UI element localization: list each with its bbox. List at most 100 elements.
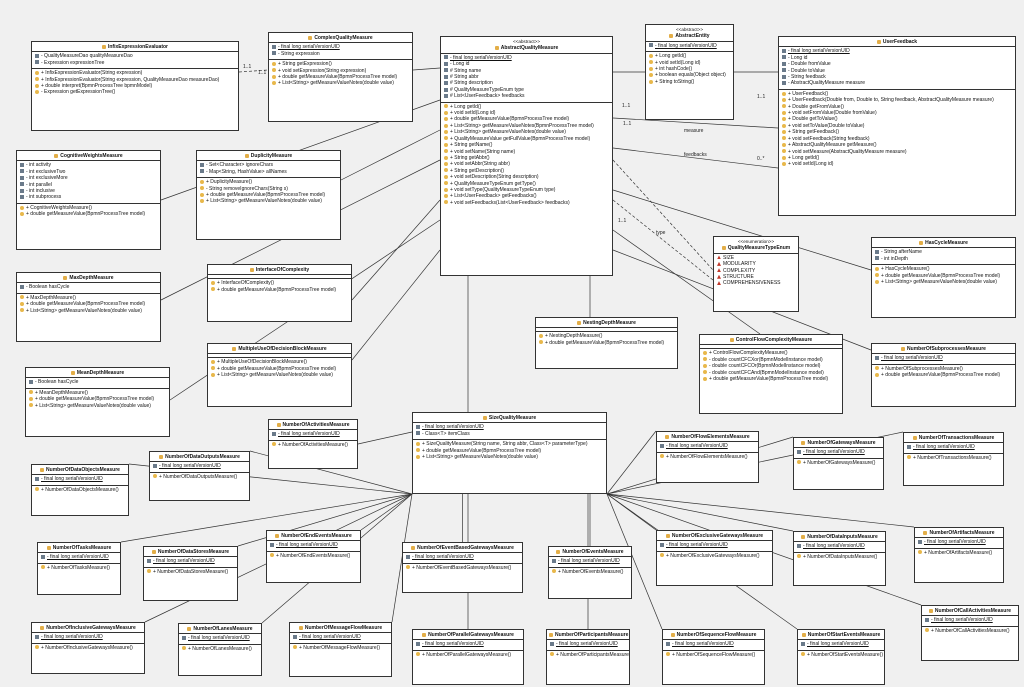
class-header: ComplexQualityMeasure <box>269 33 412 44</box>
class-header: NumberOfEventBasedGatewaysMeasure <box>403 543 522 554</box>
class-name: DuplicityMeasure <box>250 153 293 159</box>
class-number-of-call-activities-measure[interactable]: NumberOfCallActivitiesMeasure- final lon… <box>921 605 1019 661</box>
method-icon <box>29 390 33 395</box>
class-operation-text: + List<String> getMeasureValueNotes(doub… <box>278 80 394 87</box>
class-number-of-sequence-flow-measure[interactable]: NumberOfSequenceFlowMeasure- final long … <box>662 629 765 685</box>
class-number-of-exclusive-gateways-measure[interactable]: NumberOfExclusiveGatewaysMeasure- final … <box>656 530 773 586</box>
class-operation-text: + List<String> getMeasureValueNotes(doub… <box>217 372 333 379</box>
class-operation: + DuplicityMeasure() <box>197 179 340 185</box>
class-complex-quality-measure[interactable]: ComplexQualityMeasure- final long serial… <box>268 32 413 122</box>
class-nesting-depth-measure[interactable]: NestingDepthMeasure+ NestingDepthMeasure… <box>535 317 678 369</box>
field-icon <box>444 55 448 60</box>
class-operation-text: + InfixExpressionEvaluator(String expres… <box>41 76 220 83</box>
class-header: NumberOfDataStoresMeasure <box>144 547 237 558</box>
class-interface-of-complexity[interactable]: InterfaceOfComplexity+ InterfaceOfComple… <box>207 264 352 322</box>
method-icon <box>406 565 410 570</box>
class-operation: + MaxDepthMeasure() <box>17 295 160 301</box>
class-number-of-end-events-measure[interactable]: NumberOfEndEventsMeasure- final long ser… <box>266 530 361 583</box>
method-icon <box>444 110 448 115</box>
enum-literal-icon <box>717 255 721 260</box>
class-attributes: - final long serialVersionUID <box>922 616 1018 627</box>
class-header: NumberOfArtifactsMeasure <box>915 528 1003 539</box>
class-operations: + DuplicityMeasure()- String removeIgnor… <box>197 178 340 207</box>
class-attribute-text: # List<UserFeedback> feedbacks <box>450 93 525 100</box>
class-number-of-message-flow-measure[interactable]: NumberOfMessageFlowMeasure- final long s… <box>289 622 392 677</box>
class-attributes: - final long serialVersionUID <box>657 442 758 453</box>
class-number-of-activities-measure[interactable]: NumberOfActivitiesMeasure- final long se… <box>268 419 358 469</box>
method-icon <box>272 442 276 447</box>
class-attribute: - final long serialVersionUID <box>663 641 764 647</box>
class-number-of-tasks-measure[interactable]: NumberOfTasksMeasure- final long serialV… <box>37 542 121 595</box>
class-number-of-gateways-measure[interactable]: NumberOfGatewaysMeasure- final long seri… <box>793 437 884 490</box>
class-header: NumberOfStartEventsMeasure <box>798 630 884 641</box>
class-operation: + NumberOfDataInputsMeasure() <box>794 554 885 560</box>
class-attribute-text: - final long serialVersionUID <box>666 443 728 450</box>
class-number-of-data-inputs-measure[interactable]: NumberOfDataInputsMeasure- final long se… <box>793 531 886 586</box>
class-operations: + InterfaceOfComplexity()+ double getMea… <box>208 279 351 295</box>
class-name: NumberOfStartEventsMeasure <box>807 632 881 638</box>
relationship-line <box>360 493 413 531</box>
class-number-of-event-based-gateways-measure[interactable]: NumberOfEventBasedGatewaysMeasure- final… <box>402 542 523 593</box>
class-attributes: - Set<Character> ignoreChars- Map<String… <box>197 161 340 179</box>
class-number-of-flow-elements-measure[interactable]: NumberOfFlowElementsMeasure- final long … <box>656 431 759 483</box>
class-operation-text: - double countCFCOr(BpmnModelInstance mo… <box>709 363 821 370</box>
field-icon <box>35 635 39 640</box>
class-operation-text: + String toString() <box>655 78 695 85</box>
class-attribute-text: - int subprocess <box>26 194 62 201</box>
class-multiple-use-of-decision-block-measure[interactable]: MultipleUseOfDecisionBlockMeasure+ Multi… <box>207 343 352 407</box>
class-attribute: - final long serialVersionUID <box>267 542 360 548</box>
class-infix-expression-evaluator[interactable]: InfixExpressionEvaluator- QualityMeasure… <box>31 41 239 131</box>
class-abstract-entity[interactable]: <<abstract>>AbstractEntity- final long s… <box>645 24 734 120</box>
class-duplicity-measure[interactable]: DuplicityMeasure - Set<Character> ignoreC… <box>196 150 341 240</box>
class-number-of-events-measure[interactable]: NumberOfEventsMeasure- final long serial… <box>548 546 632 599</box>
class-operation: + NumberOfEventsMeasure() <box>549 569 631 575</box>
relationship-line <box>357 431 413 445</box>
class-attribute-text: - final long serialVersionUID <box>803 449 865 456</box>
class-attribute-text: - final long serialVersionUID <box>412 554 474 561</box>
class-number-of-lanes-measure[interactable]: NumberOfLanesMeasure- final long serialV… <box>178 623 262 676</box>
class-number-of-data-objects-measure[interactable]: NumberOfDataObjectsMeasure- final long s… <box>31 464 129 516</box>
class-name: HasCycleMeasure <box>925 240 968 246</box>
class-operation: + Double getToValue() <box>779 116 1015 122</box>
class-number-of-subprocesses-measure[interactable]: NumberOfSubprocessesMeasure- final long … <box>871 343 1016 407</box>
class-mean-depth-measure[interactable]: MeanDepthMeasure- Boolean hasCycle+ Mean… <box>25 367 170 437</box>
class-operation: + NumberOfParticipantsMeasure() <box>547 652 629 658</box>
class-user-feedback[interactable]: UserFeedback- final long serialVersionUI… <box>778 36 1016 216</box>
method-icon <box>35 83 39 88</box>
field-icon <box>270 543 274 548</box>
class-abstract-quality-measure[interactable]: <<abstract>>AbstractQualityMeasure- fina… <box>440 36 613 276</box>
class-attribute-text: - final long serialVersionUID <box>558 558 620 565</box>
class-name: NumberOfArtifactsMeasure <box>929 530 995 536</box>
class-max-depth-measure[interactable]: MaxDepthMeasure- Boolean hasCycle+ MaxDe… <box>16 272 161 342</box>
class-icon <box>187 626 192 631</box>
class-has-cycle-measure[interactable]: HasCycleMeasure- String afterName- int i… <box>871 237 1016 318</box>
method-icon <box>797 554 801 559</box>
class-attribute: - final long serialVersionUID <box>413 641 523 647</box>
class-operation: + void setMeasure(AbstractQualityMeasure… <box>779 149 1015 155</box>
class-operation-text: + QualityMeasureValue getFullValue(BpmnP… <box>450 135 591 142</box>
class-cognitive-weights-measure[interactable]: CognitiveWeightsMeasure- int activity- i… <box>16 150 161 250</box>
class-operation-text: + NumberOfEventBasedGatewaysMeasure() <box>412 564 512 571</box>
class-number-of-data-outputs-measure[interactable]: NumberOfDataOutputsMeasure- final long s… <box>149 451 250 501</box>
class-number-of-start-events-measure[interactable]: NumberOfStartEventsMeasure- final long s… <box>797 629 885 685</box>
class-attributes: - Boolean hasCycle <box>17 283 160 294</box>
class-operation: + List<String> getMeasureValueNotes(doub… <box>413 454 606 460</box>
class-number-of-transactions-measure[interactable]: NumberOfTransactionsMeasure- final long … <box>903 432 1004 486</box>
class-control-flow-complexity-measure[interactable]: ControlFlowComplexityMeasure+ ControlFlo… <box>699 334 843 414</box>
class-number-of-data-stores-measure[interactable]: NumberOfDataStoresMeasure- final long se… <box>143 546 238 601</box>
field-icon <box>782 49 786 54</box>
class-operation-text: + String getAbbr() <box>450 154 490 161</box>
class-attribute: - QualityMeasureDao qualityMeasureDao <box>32 53 238 59</box>
field-icon <box>550 642 554 647</box>
class-operation-text: + String getExpression() <box>278 61 332 68</box>
class-number-of-parallel-gateways-measure[interactable]: NumberOfParallelGatewaysMeasure- final l… <box>412 629 524 685</box>
class-icon <box>670 632 675 637</box>
class-number-of-artifacts-measure[interactable]: NumberOfArtifactsMeasure- final long ser… <box>914 527 1004 583</box>
relationship-line <box>612 159 714 271</box>
class-number-of-participants-measure[interactable]: NumberOfParticipantsMeasure- final long … <box>546 629 630 685</box>
class-size-quality-measure[interactable]: SizeQualityMeasure- final long serialVer… <box>412 412 607 494</box>
class-attribute: - int inDepth <box>872 256 1015 262</box>
class-icon <box>482 415 487 420</box>
class-number-of-inclusive-gateways-measure[interactable]: NumberOfInclusiveGatewaysMeasure- final … <box>31 622 145 674</box>
